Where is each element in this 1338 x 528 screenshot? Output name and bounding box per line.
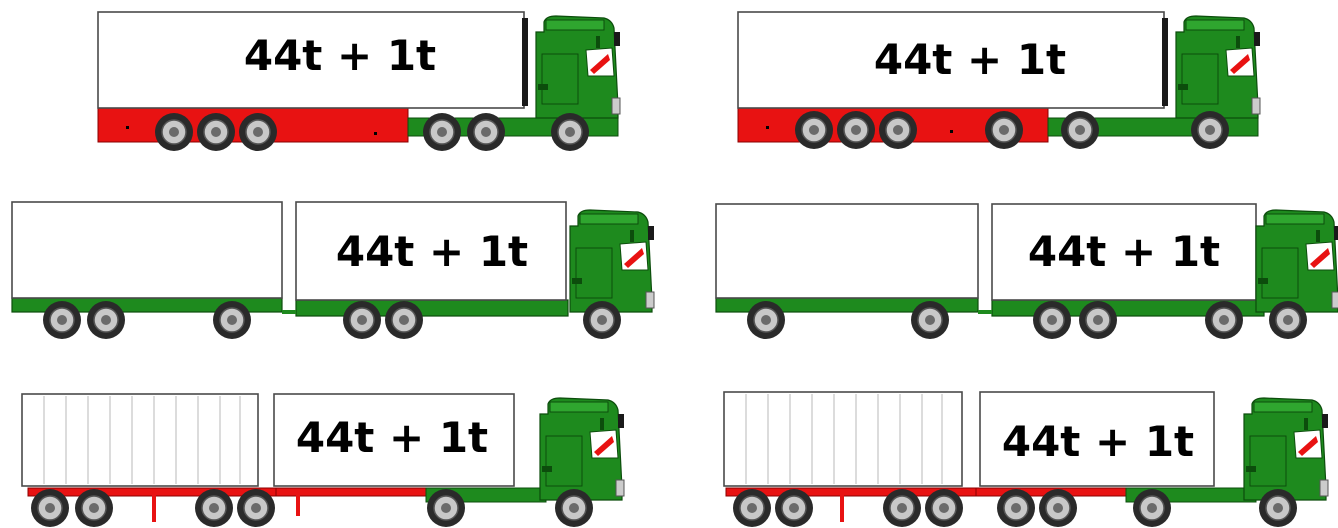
vehicle-6-weight-label: 44t + 1t — [1002, 417, 1194, 466]
vehicle-6-container-combination: 44t + 1t — [724, 392, 1328, 527]
vehicle-2-semitrailer: 44t + 1t — [738, 12, 1260, 149]
vehicle-4-weight-label: 44t + 1t — [1028, 227, 1220, 276]
vehicle-4-truck-and-trailer: 44t + 1t — [716, 204, 1338, 339]
vehicle-5-container-combination: 44t + 1t — [22, 394, 624, 527]
vehicle-5-weight-label: 44t + 1t — [296, 413, 488, 462]
vehicle-1-weight-label: 44t + 1t — [244, 31, 436, 80]
vehicle-3-truck-and-trailer: 44t + 1t — [12, 202, 654, 339]
vehicle-1-semitrailer: 44t + 1t — [98, 12, 620, 151]
vehicle-3-weight-label: 44t + 1t — [336, 227, 528, 276]
vehicle-2-weight-label: 44t + 1t — [874, 35, 1066, 84]
